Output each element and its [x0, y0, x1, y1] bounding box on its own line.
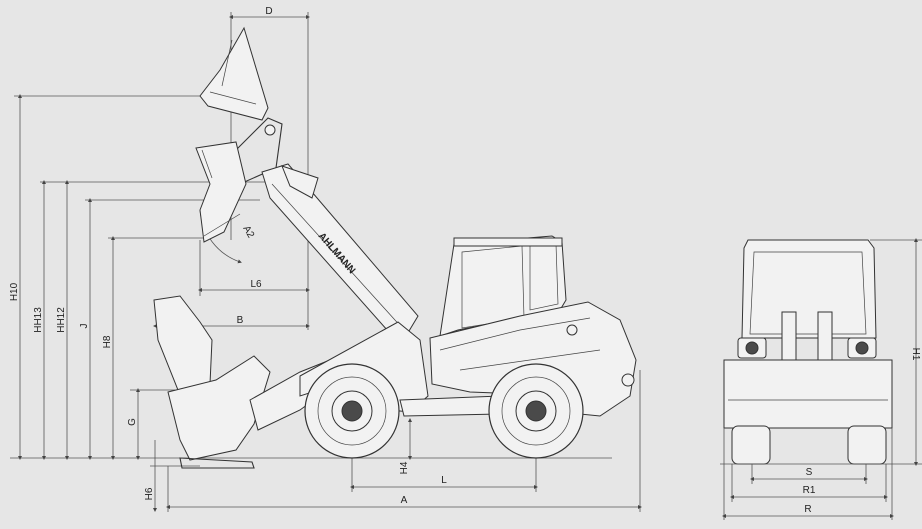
label-r: R — [804, 504, 811, 515]
l6-dimension: L6 — [198, 240, 310, 296]
h4-dimension: H4 — [399, 418, 412, 474]
front-view: H1 S R1 R — [720, 238, 922, 520]
label-a: A — [401, 495, 408, 506]
label-b: B — [237, 315, 244, 326]
bucket-raised-middle — [195, 141, 247, 243]
label-j: J — [79, 324, 90, 329]
lift-arm: AHLMANN — [261, 163, 419, 341]
front-right-tyre — [847, 425, 887, 465]
label-s: S — [806, 467, 813, 478]
label-r1: R1 — [803, 485, 816, 496]
label-h10: H10 — [9, 282, 20, 301]
a-dimension: A — [166, 370, 642, 512]
rear-body — [429, 301, 637, 417]
side-view: H10 HH13 HH12 J H8 G H6 D L6 B — [9, 6, 642, 512]
label-h6: H6 — [144, 487, 155, 500]
label-hh13: HH13 — [33, 307, 44, 333]
label-d: D — [265, 6, 272, 17]
label-l: L — [441, 475, 447, 486]
label-h4: H4 — [399, 461, 410, 474]
label-a2: A2 — [240, 224, 256, 240]
label-g: G — [127, 418, 138, 426]
label-hh12: HH12 — [56, 307, 67, 333]
label-l6: L6 — [250, 279, 262, 290]
height-dimensions: H10 HH13 HH12 J H8 G H6 — [9, 94, 300, 512]
label-h1: H1 — [910, 348, 921, 361]
front-cab — [741, 239, 877, 339]
label-h8: H8 — [102, 335, 113, 348]
front-wheel — [304, 363, 400, 459]
front-bucket — [723, 359, 893, 429]
front-left-tyre — [731, 425, 771, 465]
rear-wheel — [488, 363, 584, 459]
